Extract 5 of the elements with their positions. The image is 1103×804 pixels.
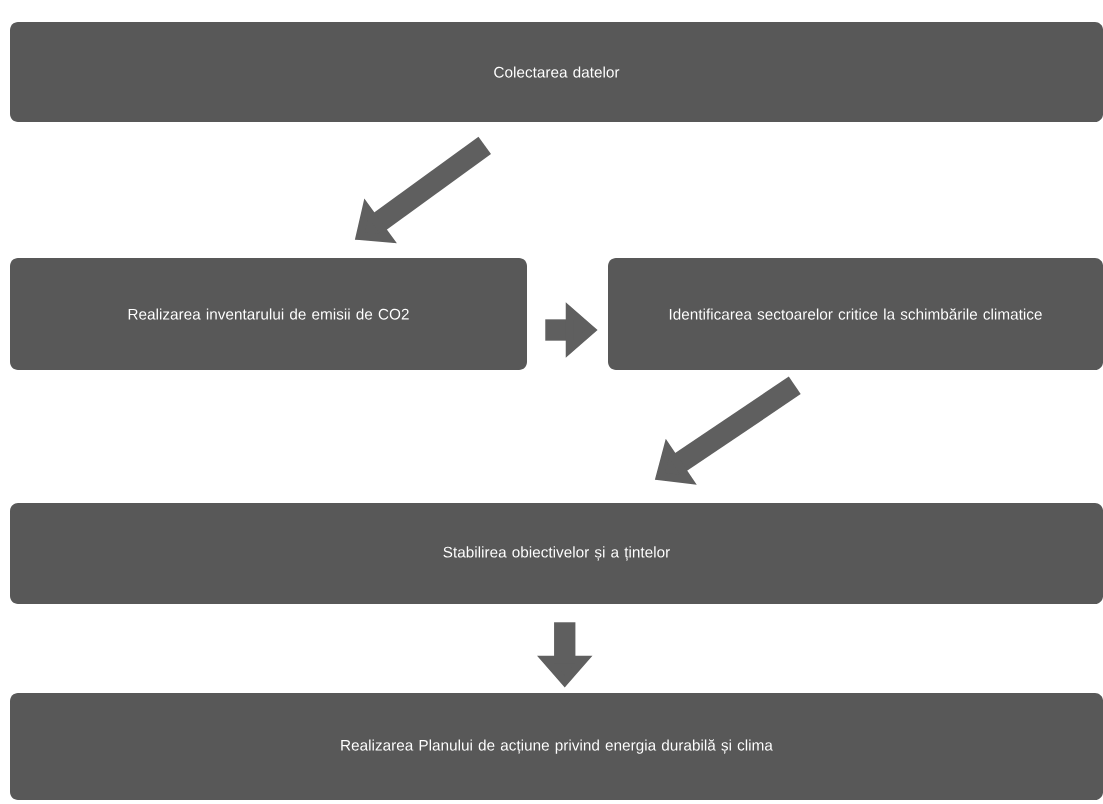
process-box: Colectarea datelor [10, 22, 1103, 122]
process-box: Realizarea Planului de acțiune privind energia durabilă și clima [10, 693, 1103, 800]
process-box: Stabilirea obiectivelor și a țintelor [10, 503, 1103, 604]
process-box: Realizarea inventarului de emisii de CO2 [10, 258, 527, 370]
process-box: Identificarea sectoarelor critice la schimbările climatice [608, 258, 1103, 370]
